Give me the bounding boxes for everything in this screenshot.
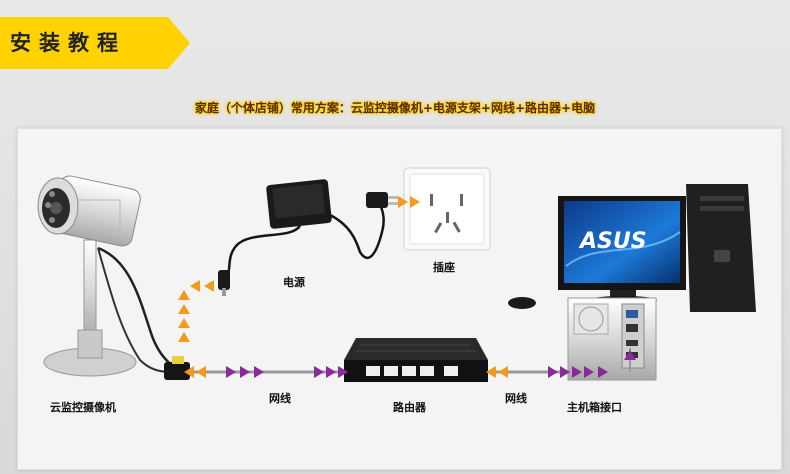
router-icon	[344, 338, 488, 382]
arrow-chain-socket	[398, 196, 420, 208]
section-banner: 安装教程	[0, 17, 190, 69]
banner-title: 安装教程	[10, 31, 126, 55]
label-cable-right: 网线	[505, 392, 527, 405]
label-socket: 插座	[433, 261, 455, 274]
label-router: 路由器	[393, 401, 426, 414]
arrow-chain-left	[184, 366, 348, 378]
camera-icon	[37, 175, 190, 380]
arrow-chain-right	[486, 350, 636, 378]
pc-tower-icon	[567, 184, 756, 381]
monitor-brand: ASUS	[578, 229, 647, 254]
power-adapter-icon	[218, 179, 398, 296]
label-cable-left: 网线	[269, 392, 291, 405]
label-host-port: 主机箱接口	[567, 401, 622, 414]
banner-shape	[0, 17, 190, 69]
scheme-subtitle: 家庭（个体店铺）常用方案：云监控摄像机+电源支架+网线+路由器+电脑	[194, 101, 596, 115]
label-camera: 云监控摄像机	[50, 401, 116, 414]
arrow-chain-power	[178, 280, 214, 342]
label-power: 电源	[283, 276, 305, 289]
wall-socket-icon	[403, 167, 491, 251]
